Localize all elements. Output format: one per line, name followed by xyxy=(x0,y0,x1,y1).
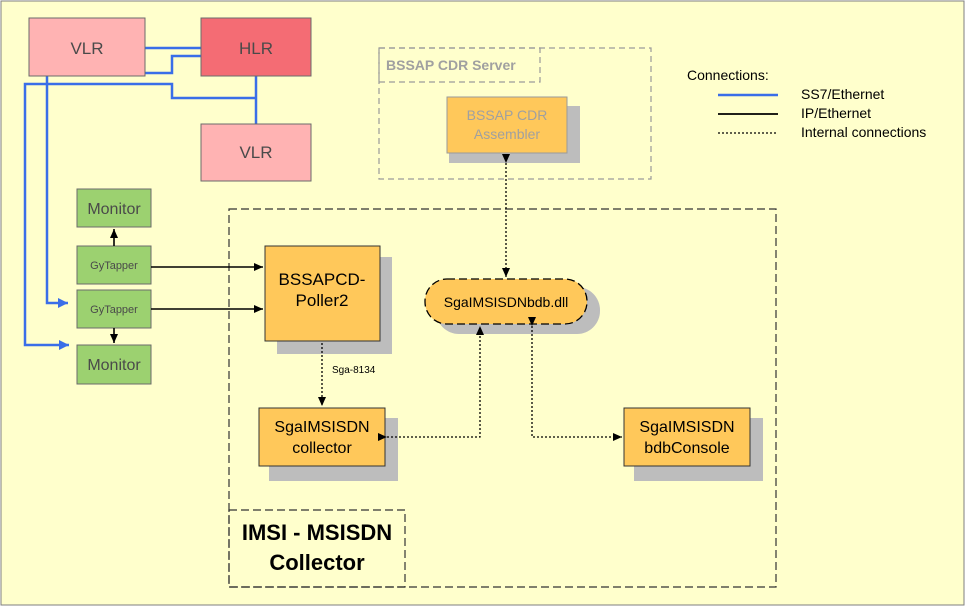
hlr-node: HLR xyxy=(200,17,312,77)
svg-text:collector: collector xyxy=(292,440,352,457)
cdr-server-title: BSSAP CDR Server xyxy=(386,57,516,73)
svg-text:VLR: VLR xyxy=(70,39,103,58)
ss7-to-monitor2 xyxy=(23,82,256,350)
svg-text:BSSAP CDR: BSSAP CDR xyxy=(467,107,548,123)
poller-node: BSSAPCD- Poller2 xyxy=(264,245,381,342)
svg-text:BSSAPCD-: BSSAPCD- xyxy=(279,270,366,289)
svg-text:HLR: HLR xyxy=(239,39,273,58)
ip-connections xyxy=(110,229,263,343)
assembler-node: BSSAP CDR Assembler xyxy=(446,96,568,154)
legend-title: Connections: xyxy=(687,67,769,83)
collector-node: SgaIMSISDN collector xyxy=(258,407,386,467)
monitor-node-1: Monitor xyxy=(76,188,152,228)
dll-node: SgaIMSISDNbdb.dll xyxy=(424,278,588,325)
collector-group: IMSI - MSISDN Collector xyxy=(228,208,777,588)
cdr-server-group: BSSAP CDR Server xyxy=(378,47,652,180)
monitor-node-2: Monitor xyxy=(76,344,152,385)
legend-item-ss7: SS7/Ethernet xyxy=(801,86,884,102)
svg-text:VLR: VLR xyxy=(239,143,272,162)
gytapper-node-2: GyTapper xyxy=(76,289,152,329)
svg-text:Monitor: Monitor xyxy=(87,201,141,218)
svg-text:Collector: Collector xyxy=(269,550,365,575)
legend-item-internal: Internal connections xyxy=(801,124,926,140)
internal-connections xyxy=(318,154,622,441)
svg-text:SgaIMSISDN: SgaIMSISDN xyxy=(274,419,369,436)
vlr-node-2: VLR xyxy=(200,123,312,182)
svg-text:GyTapper: GyTapper xyxy=(90,304,138,316)
svg-text:SgaIMSISDNbdb.dll: SgaIMSISDNbdb.dll xyxy=(444,294,569,310)
gytapper-node-1: GyTapper xyxy=(76,245,152,285)
svg-text:Monitor: Monitor xyxy=(87,357,141,374)
sga-8134-label: Sga-8134 xyxy=(332,365,376,376)
internal-dll-console xyxy=(528,317,622,441)
collector-group-title: IMSI - MSISDN xyxy=(242,520,392,545)
legend-item-ip: IP/Ethernet xyxy=(801,105,871,121)
internal-collector-dll xyxy=(378,326,484,441)
svg-text:GyTapper: GyTapper xyxy=(90,260,138,272)
svg-text:Assembler: Assembler xyxy=(474,126,540,142)
vlr-node-1: VLR xyxy=(28,17,146,77)
svg-text:Poller2: Poller2 xyxy=(296,291,349,310)
console-node: SgaIMSISDN bdbConsole xyxy=(623,407,751,467)
svg-text:bdbConsole: bdbConsole xyxy=(644,440,730,457)
svg-text:SgaIMSISDN: SgaIMSISDN xyxy=(639,419,734,436)
legend: Connections: SS7/Ethernet IP/Ethernet In… xyxy=(687,67,926,140)
